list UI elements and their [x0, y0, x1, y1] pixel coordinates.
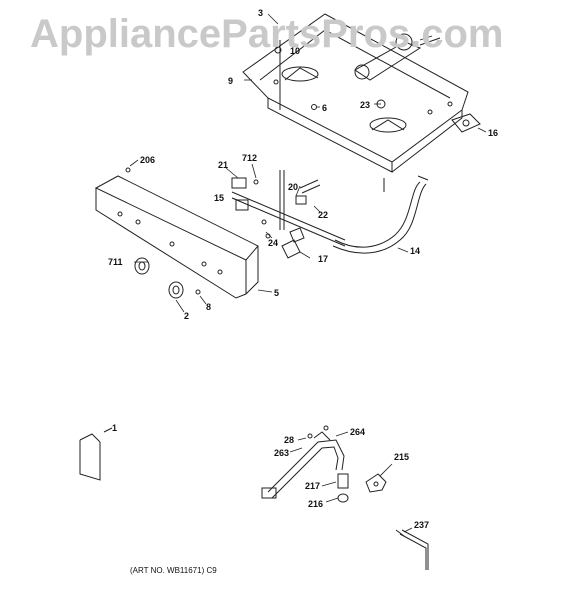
bracket-16: [451, 113, 481, 133]
manifold-panel-5: [94, 175, 259, 299]
callout-10: 10: [290, 46, 301, 56]
callout-712: 712: [242, 153, 258, 163]
callout-22: 22: [318, 210, 329, 220]
manifold-pipe: [231, 170, 346, 247]
callout-215: 215: [394, 452, 410, 462]
callout-24: 24: [268, 238, 279, 248]
watermark-text: AppliancePartsPros.com: [30, 12, 504, 56]
callout-1: 1: [112, 423, 118, 433]
gas-tube-14: [332, 175, 429, 254]
callout-711: 711: [108, 257, 123, 267]
bracket-215: [365, 473, 387, 493]
callout-237: 237: [414, 520, 430, 530]
orifice-holder-17: [281, 227, 305, 259]
part-8: [195, 289, 201, 295]
callout-6: 6: [322, 103, 328, 113]
callout-14: 14: [410, 246, 421, 256]
callout-5: 5: [274, 288, 280, 298]
callout-2: 2: [184, 311, 190, 321]
callout-15: 15: [214, 193, 225, 203]
art-number: (ART NO. WB11671) C9: [130, 566, 217, 575]
part-206: [125, 167, 131, 173]
callout-206: 206: [140, 155, 156, 165]
callout-217: 217: [305, 481, 321, 491]
callout-28: 28: [284, 435, 295, 445]
leader-lines-lower: [289, 431, 413, 533]
callout-3: 3: [258, 8, 264, 18]
rod-237: [395, 529, 429, 570]
callout-9: 9: [228, 76, 234, 86]
part-6: [311, 104, 317, 110]
callout-20: 20: [288, 182, 299, 192]
callout-263: 263: [274, 448, 290, 458]
burner-box: [242, 13, 469, 173]
callout-216: 216: [308, 499, 324, 509]
knob-2: [168, 281, 184, 299]
callout-8: 8: [206, 302, 212, 312]
callout-23: 23: [360, 100, 371, 110]
callout-17: 17: [318, 254, 329, 264]
instruction-card-1: [79, 427, 113, 481]
callout-21: 21: [218, 160, 229, 170]
part-10: [274, 46, 282, 54]
knob-711: [134, 257, 150, 275]
callout-264: 264: [350, 427, 366, 437]
burner-tube-assembly: [261, 425, 349, 503]
valves: [231, 177, 321, 239]
leader-lines: [129, 13, 487, 313]
callout-16: 16: [488, 128, 499, 138]
